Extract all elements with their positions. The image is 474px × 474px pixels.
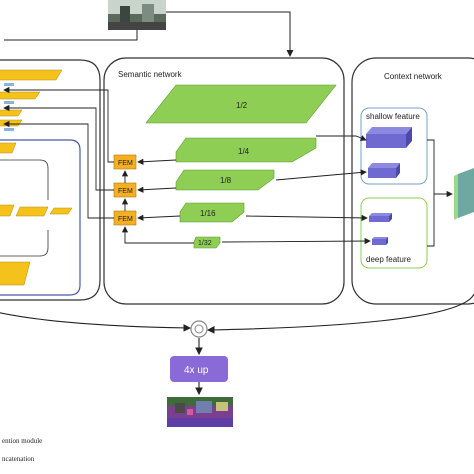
shallow-feature-block-1 — [366, 127, 412, 148]
bottom-flow — [0, 293, 474, 396]
left-network-panel — [0, 59, 101, 301]
fem-label-2: FEM — [118, 188, 133, 195]
layer-1-4: 1/4 — [175, 137, 317, 163]
scale-label-1-8: 1/8 — [220, 176, 232, 185]
context-network-title: Context network — [384, 72, 443, 81]
upsample-label: 4x up — [184, 365, 209, 376]
fem-block-3: FEM — [113, 210, 137, 226]
layer-1-8: 1/8 — [175, 169, 275, 191]
concatenation-node — [190, 320, 208, 338]
deep-feature-label: deep feature — [366, 255, 411, 264]
legend-item-concatenation: ncatenation — [2, 455, 35, 463]
shallow-feature-label: shallow feature — [366, 112, 420, 121]
semantic-arrows — [3, 86, 194, 244]
scale-label-1-32: 1/32 — [198, 240, 212, 247]
deep-feature-block-1 — [369, 213, 392, 222]
deep-feature-block-2 — [372, 237, 388, 245]
fusion-block — [454, 168, 474, 220]
fem-block-1: FEM — [113, 154, 137, 170]
shallow-feature-block-2 — [368, 163, 400, 178]
layer-1-16: 1/16 — [179, 202, 245, 223]
input-down-line — [4, 30, 138, 41]
layer-1-32: 1/32 — [193, 236, 221, 249]
context-arrows — [221, 135, 453, 247]
fem-block-2: FEM — [113, 182, 137, 198]
layer-1-2: 1/2 — [145, 84, 337, 124]
semantic-network-title: Semantic network — [118, 70, 183, 79]
legend-item-attention: ention module — [2, 437, 42, 445]
scale-label-1-4: 1/4 — [238, 147, 250, 156]
input-to-context-arrow — [166, 11, 294, 57]
semantic-network-panel: Semantic network — [103, 57, 345, 305]
output-segmentation-image — [167, 397, 233, 427]
scale-label-1-2: 1/2 — [236, 101, 248, 110]
fem-label-1: FEM — [118, 160, 133, 167]
context-network-panel: Context network shallow feature deep fea… — [351, 57, 474, 305]
legend: ention module ncatenation — [2, 437, 42, 463]
fem-label-3: FEM — [118, 216, 133, 223]
upsample-block: 4x up — [170, 356, 228, 382]
input-image — [108, 0, 166, 30]
scale-label-1-16: 1/16 — [200, 209, 216, 218]
